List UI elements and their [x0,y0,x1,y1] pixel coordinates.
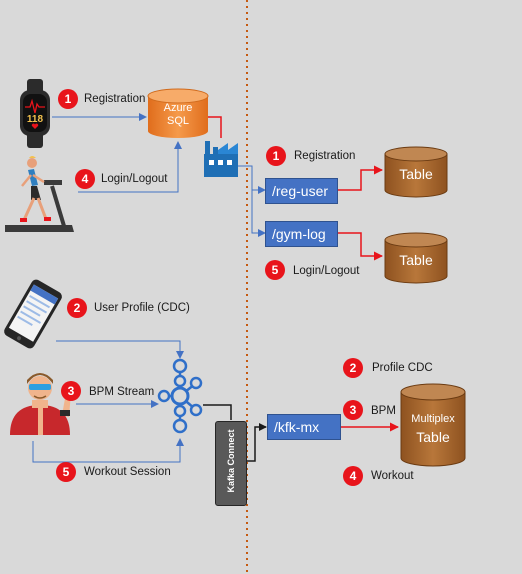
label-registration-source: Registration [84,93,146,105]
kafka-icon [157,358,203,434]
table-2-cylinder [384,232,448,284]
badge-login-source: 4 [75,169,95,189]
badge-registration-source: 1 [58,89,78,109]
topic-kfk-mx: /kfk-mx [267,414,341,440]
multiplex-table-label-line2: Table [416,429,450,445]
kafka-connect-label: Kafka Connect [226,429,236,493]
smartphone-icon [4,279,62,349]
left-connectors [32,113,184,463]
label-workout-session: Workout Session [84,466,171,478]
streaming-connectors [203,404,399,462]
label-bpm: BPM [371,405,396,417]
label-profile-cdc: Profile CDC [372,362,433,374]
badge-user-profile: 2 [67,298,87,318]
badge-login-target: 5 [265,260,285,280]
smartwatch-icon: 118 [20,79,50,148]
topic-gym-log: /gym-log [265,221,338,247]
data-factory-icon [204,141,238,177]
azure-sql-database-icon [147,88,209,138]
table-1-label: Table [399,166,433,182]
kafka-connect-box: Kafka Connect [215,421,247,506]
badge-registration-target: 1 [266,146,286,166]
badge-bpm-stream: 3 [61,381,81,401]
multiplex-table-cylinder [400,383,466,467]
azure-sql-label-line1: Azure [163,102,193,114]
azure-sql-label-line2: SQL [166,115,189,127]
label-workout: Workout [371,470,414,482]
topic-reg-user: /reg-user [265,178,338,204]
table-2-label: Table [399,252,433,268]
badge-workout-session: 5 [56,462,76,482]
label-login-target: Login/Logout [293,265,360,277]
multiplex-table-label-line1: Multiplex [411,413,455,425]
label-bpm-stream: BPM Stream [89,386,155,398]
label-login-source: Login/Logout [101,173,168,185]
pipeline-connectors [208,116,383,261]
label-registration-target: Registration [294,150,356,162]
azure-sql-label: Azure SQL [150,102,206,128]
badge-profile-cdc: 2 [343,358,363,378]
table-1-cylinder [384,146,448,198]
person-icon [10,373,71,435]
treadmill-icon [5,156,74,232]
badge-bpm: 3 [343,400,363,420]
svg-text:118: 118 [27,114,44,125]
label-user-profile: User Profile (CDC) [94,302,190,314]
badge-workout: 4 [343,466,363,486]
